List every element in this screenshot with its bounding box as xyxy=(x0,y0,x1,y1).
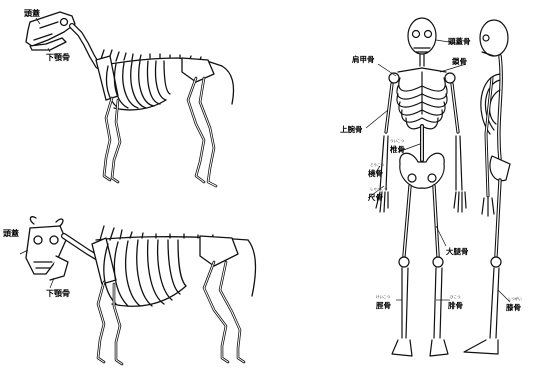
label-fibula: 腓骨 xyxy=(448,300,463,310)
horse-skeleton xyxy=(26,12,234,186)
ruby-vertebra: ついこつ xyxy=(390,138,404,143)
ruby-fibula: ひこつ xyxy=(450,294,461,299)
label-humerus: 上腕骨 xyxy=(340,124,363,134)
ruby-patella: しつがい xyxy=(508,296,522,301)
label-horse-jaw: 下顎骨 xyxy=(46,52,70,62)
label-cow-skull: 頭蓋 xyxy=(3,228,19,238)
label-clavicle: 鎖骨 xyxy=(452,56,467,66)
label-scapula: 肩甲骨 xyxy=(352,54,375,64)
ruby-radius: とうこつ xyxy=(370,162,384,167)
label-vertebra: 椎骨 xyxy=(389,144,405,154)
label-radius: 橈骨 xyxy=(368,168,383,178)
ruby-ulna: しゃっこつ xyxy=(370,186,388,191)
label-cow-jaw: 下顎骨 xyxy=(46,288,70,298)
label-horse-skull: 頭蓋 xyxy=(24,8,40,18)
label-patella: 膝骨 xyxy=(506,302,521,312)
ruby-tibia: けいこつ xyxy=(376,294,390,299)
label-ulna: 尺骨 xyxy=(368,193,383,202)
label-femur: 大腿骨 xyxy=(446,246,469,256)
label-tibia: 脛骨 xyxy=(375,300,391,310)
human-skeleton-side xyxy=(464,20,510,354)
label-cranium: 頭蓋骨 xyxy=(448,36,471,46)
